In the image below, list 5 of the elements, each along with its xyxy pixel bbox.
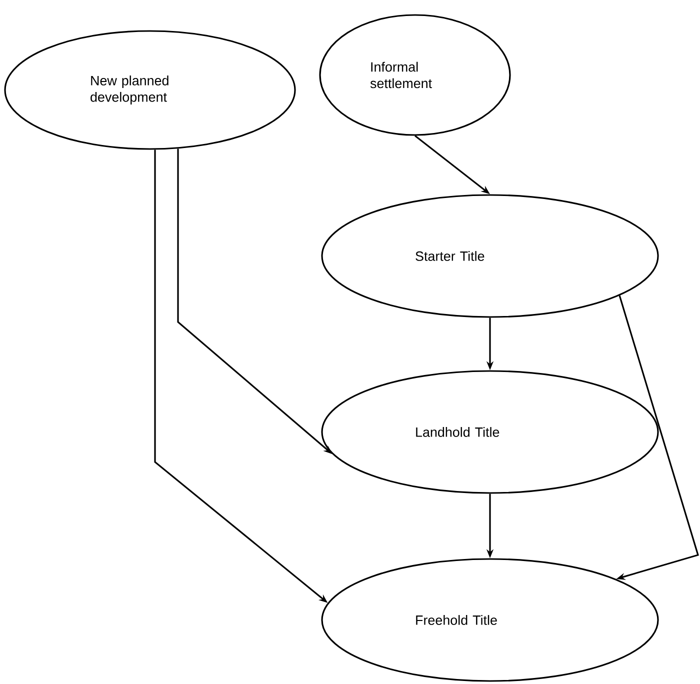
ellipse-node: New planned development [4,30,296,150]
ellipse-node: Landhold Title [321,370,659,494]
ellipse-node: Freehold Title [321,558,659,682]
ellipse-node: Starter Title [321,194,659,318]
ellipse-node: Informal settlement [319,14,511,136]
